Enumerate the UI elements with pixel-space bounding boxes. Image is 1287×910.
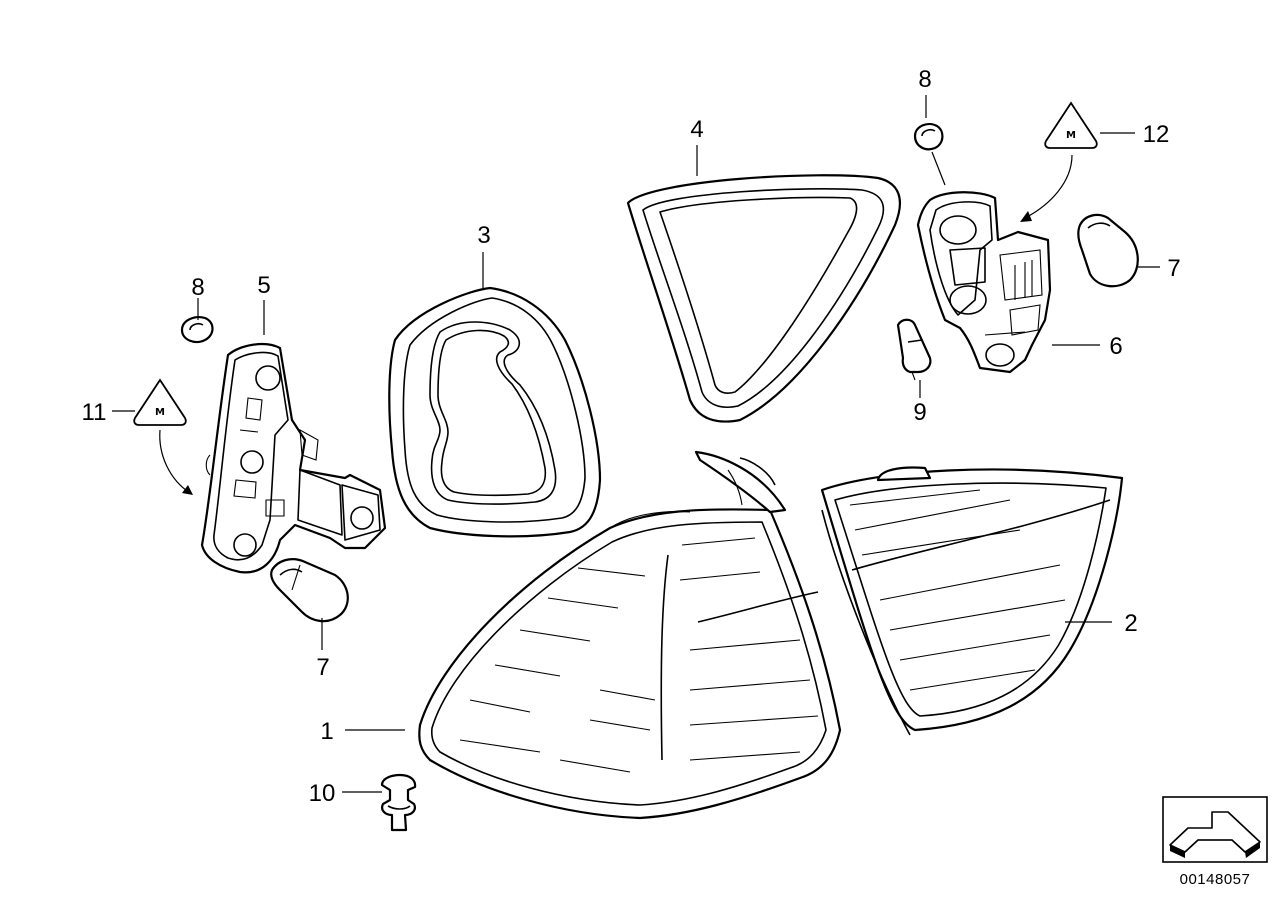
callout-9: 9: [913, 399, 926, 426]
part-8-nut-right: [913, 122, 944, 151]
part-6-bulb-holder-right: [916, 191, 1052, 374]
callout-8-left: 8: [191, 274, 204, 301]
part-3-gasket-inner: [388, 286, 602, 538]
callout-10: 10: [309, 780, 336, 807]
callout-6: 6: [1109, 333, 1122, 360]
callout-4: 4: [690, 116, 703, 143]
callout-5: 5: [257, 272, 270, 299]
callout-8-right: 8: [918, 66, 931, 93]
leader-lines: [112, 95, 1160, 793]
document-id: 00148057: [1180, 871, 1251, 888]
part-9-small-bulb: [896, 318, 932, 381]
callout-12: 12: [1143, 121, 1170, 148]
callout-labels: 1 2 3 4 5 6 7 7 8 8 9 10 11 12: [82, 66, 1181, 807]
callout-7-left: 7: [316, 654, 329, 681]
part-8-nut-left: [180, 316, 214, 344]
warning-symbol-11: M: [133, 378, 187, 426]
symbol-text-11: M: [155, 407, 165, 418]
part-10-clip: [380, 773, 417, 832]
part-2-tail-light-side: [820, 466, 1124, 736]
callout-2: 2: [1124, 610, 1137, 637]
callout-11: 11: [82, 399, 107, 426]
part-5-bulb-holder-left: [200, 342, 387, 574]
part-4-gasket-outer: [626, 174, 902, 423]
callout-1: 1: [320, 718, 333, 745]
part-7-bulb-right: [1077, 213, 1139, 288]
warning-symbol-12: M: [1044, 101, 1098, 149]
part-1-tail-light-outer: [418, 450, 842, 820]
orientation-arrow-box: 00148057: [1162, 796, 1268, 888]
callout-3: 3: [477, 222, 490, 249]
part-7-bulb-left: [270, 558, 349, 623]
callout-7-right: 7: [1167, 255, 1180, 282]
symbol-text-12: M: [1066, 130, 1076, 141]
